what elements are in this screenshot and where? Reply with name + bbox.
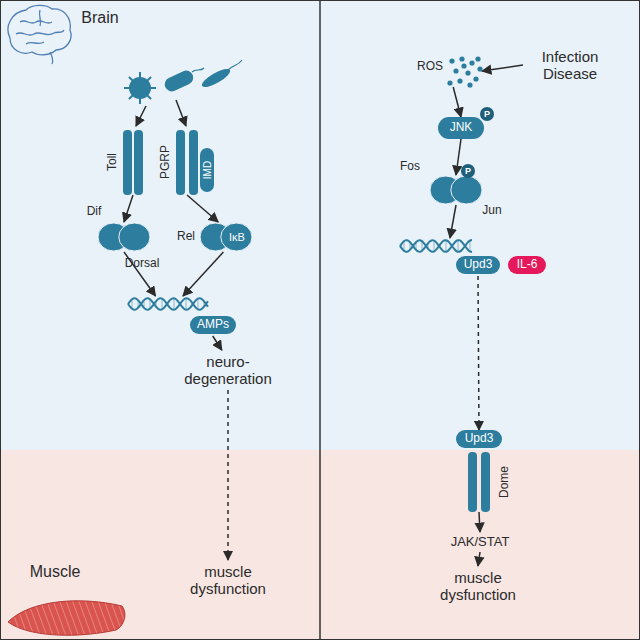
node-text: IMD xyxy=(202,161,213,179)
node-text: muscle dysfunction xyxy=(176,563,280,598)
upd3-gene: Upd3 xyxy=(400,238,500,276)
node-text: Toll xyxy=(106,153,119,171)
jnk-kinase: JNK xyxy=(438,117,484,139)
dif-dorsal-dimer: DifDorsal xyxy=(98,222,150,252)
pathway-arrow xyxy=(478,276,479,430)
pathway-arrow xyxy=(479,512,480,532)
node-text: Jun xyxy=(482,204,501,217)
node-text: muscle dysfunction xyxy=(426,569,530,604)
pathway-arrow xyxy=(450,205,456,238)
node-text: ROS xyxy=(417,60,443,73)
pathway-arrow xyxy=(482,65,523,71)
node-text: Upd3 xyxy=(465,432,494,445)
pathway-arrow xyxy=(478,552,480,566)
amp-gene: AMPs xyxy=(128,296,238,336)
node-text: Dorsal xyxy=(125,257,160,270)
parasite-icon xyxy=(200,60,242,90)
pathway-arrow xyxy=(213,336,222,350)
node-text: IκB xyxy=(229,231,245,243)
pgrp-receptor: PGRPIMD xyxy=(176,130,198,195)
node-text: Fos xyxy=(400,160,420,173)
node-text: neuro- degeneration xyxy=(166,353,290,388)
bacterium-icon xyxy=(162,68,204,94)
node-text: Rel xyxy=(177,230,195,243)
node-text: JAK/STAT xyxy=(451,535,510,550)
node-text: Upd3 xyxy=(464,258,493,271)
virus-icon xyxy=(124,72,156,104)
phospho-mark: P xyxy=(480,107,494,121)
ros-cluster: ROS xyxy=(418,55,482,87)
pathogen-arrow xyxy=(176,100,186,126)
muscle-icon xyxy=(8,601,125,635)
pgrp-receptor-shape xyxy=(176,130,198,195)
node-text: AMPs xyxy=(197,318,229,331)
node-text: Dome xyxy=(498,466,511,498)
trigger-text: Infection Disease xyxy=(523,44,617,86)
node-text: PGRP xyxy=(159,145,172,179)
outcome-text: neuro- degeneration xyxy=(166,350,290,390)
dif-dorsal-dimer-shape xyxy=(98,222,150,252)
brain-icon xyxy=(8,5,71,64)
node-text: JNK xyxy=(450,121,473,134)
toll-receptor: Toll xyxy=(123,130,143,195)
pathway-arrow xyxy=(453,87,461,117)
region-label: Muscle xyxy=(30,563,81,581)
pathway-arrow xyxy=(124,195,133,222)
pathogen-arrow xyxy=(136,106,146,126)
pathway-arrow xyxy=(183,252,223,296)
dome-receptor: Upd3Dome xyxy=(456,430,502,512)
node-text: Infection Disease xyxy=(523,48,617,83)
outcome-text: muscle dysfunction xyxy=(426,566,530,606)
region-label: Brain xyxy=(81,9,118,27)
panel-divider xyxy=(319,0,321,640)
fos-jun-dimer-shape xyxy=(430,175,482,205)
fos-jun-dimer: FosJun xyxy=(430,175,482,205)
pathway-arrow xyxy=(227,390,229,560)
toll-receptor-shape xyxy=(123,130,143,195)
node-text: IL-6 xyxy=(517,258,538,271)
il6-pill: IL-6 xyxy=(508,256,546,274)
phospho-mark: P xyxy=(461,164,475,178)
outcome-text: muscle dysfunction xyxy=(176,560,280,600)
node-text: Dif xyxy=(87,205,102,218)
pathway-text: JAK/STAT xyxy=(438,532,522,552)
rel-ikb-dimer: RelIκB xyxy=(200,222,252,252)
pathway-arrow xyxy=(187,195,218,222)
